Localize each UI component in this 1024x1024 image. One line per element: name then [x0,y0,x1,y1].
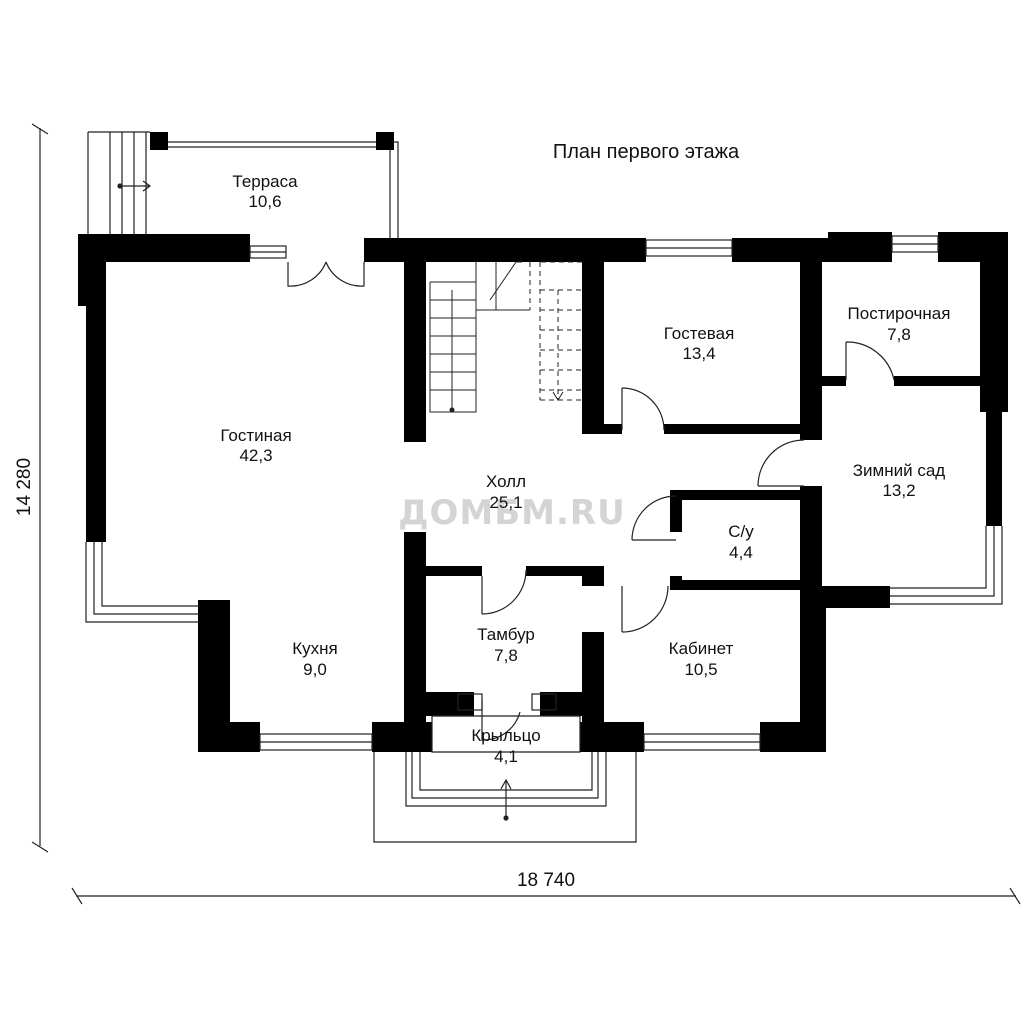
terrace-post [376,132,394,150]
room-area: 13,2 [882,481,915,500]
room-kitchen: Кухня 9,0 [292,639,338,679]
room-name: Холл [486,472,526,491]
room-name: Крыльцо [471,726,540,745]
room-area: 9,0 [303,660,327,679]
doors [287,261,895,741]
room-name: Терраса [232,172,298,191]
room-area: 10,5 [684,660,717,679]
porch-steps [373,715,637,843]
walls [78,232,1008,752]
room-porch: Крыльцо 4,1 [471,726,540,766]
room-area: 42,3 [239,446,272,465]
watermark: ДОМБМ.RU [398,493,625,533]
room-area: 13,4 [682,344,715,363]
room-laundry: Постирочная 7,8 [848,304,951,344]
room-area: 7,8 [887,325,911,344]
staircase [429,261,582,413]
room-area: 4,1 [494,747,518,766]
height-dimension: 14 280 [14,458,35,516]
room-winter-garden: Зимний сад 13,2 [853,461,946,500]
room-wc: С/у 4,4 [728,522,754,562]
windows [85,235,1003,751]
room-office: Кабинет 10,5 [669,639,734,679]
room-hall: Холл 25,1 [486,472,526,512]
room-vestibule: Тамбур 7,8 [477,625,535,665]
room-area: 25,1 [489,493,522,512]
room-area: 7,8 [494,646,518,665]
terrace-post [150,132,168,150]
room-name: Кухня [292,639,338,658]
width-dimension: 18 740 [517,870,575,891]
room-name: Постирочная [848,304,951,323]
terrace-outline [150,141,399,240]
room-name: Гостиная [220,426,291,445]
room-name: Кабинет [669,639,734,658]
dimension-lines [31,123,1021,905]
room-name: Гостевая [664,324,735,343]
room-guest: Гостевая 13,4 [664,324,735,363]
room-name: С/у [728,522,754,541]
plan-title: План первого этажа [553,141,740,163]
room-name: Тамбур [477,625,535,644]
room-name: Зимний сад [853,461,946,480]
room-area: 10,6 [248,192,281,211]
terrace-steps [87,131,152,234]
room-area: 4,4 [729,543,753,562]
room-terrace: Терраса 10,6 [232,172,298,211]
room-living: Гостиная 42,3 [220,426,291,465]
